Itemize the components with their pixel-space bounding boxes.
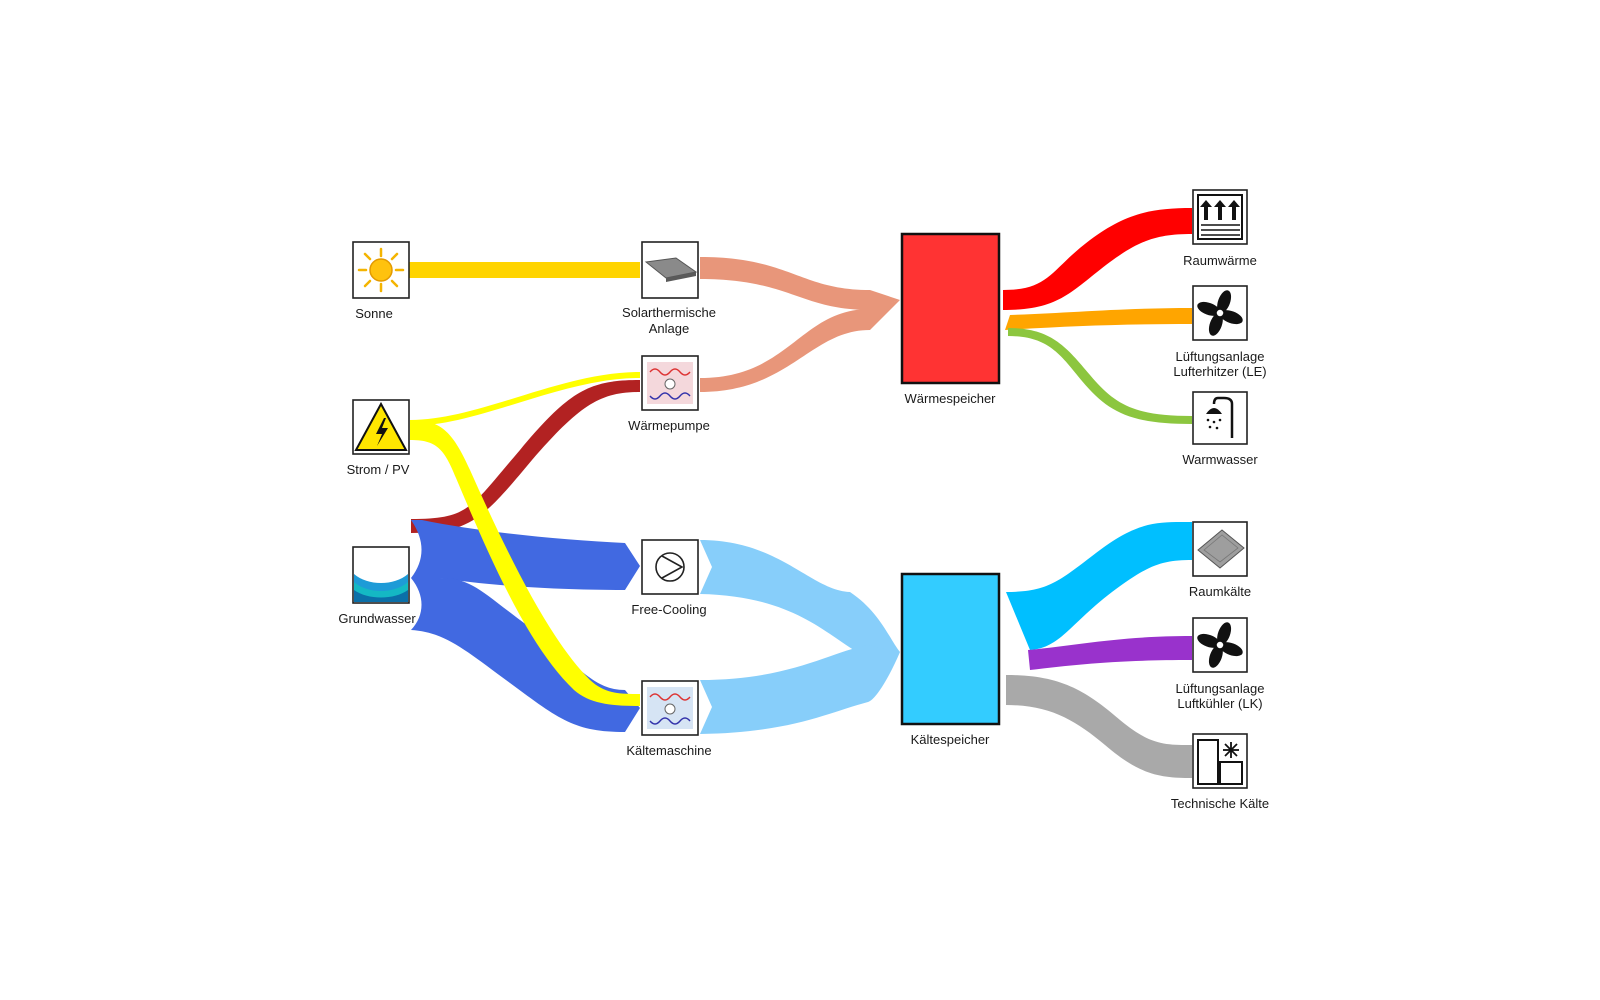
node-solarthermie [641, 241, 699, 299]
raumwaerme-label: Raumwärme [1183, 253, 1257, 268]
node-strom [352, 399, 410, 455]
flow-kaeltespeicher-raumkaelte [1006, 521, 1192, 650]
radiator-icon [1197, 194, 1243, 240]
flow-waermespeicher-lufterhitzer [1005, 308, 1192, 330]
lufterhitzer-label-1: Lüftungsanlage [1176, 349, 1265, 364]
node-raumkaelte [1192, 521, 1248, 577]
flow-grundwasser-freecooling [411, 520, 640, 590]
sonne-label: Sonne [355, 306, 393, 321]
fan-icon [1197, 290, 1243, 336]
lufterhitzer-label-2: Lufterhitzer (LE) [1173, 364, 1266, 379]
waermespeicher-tank [900, 232, 1001, 385]
heat-pump-icon [647, 362, 693, 404]
shower-icon [1206, 396, 1234, 438]
warmwasser-label: Warmwasser [1182, 452, 1258, 467]
luftkuehler-label-1: Lüftungsanlage [1176, 681, 1265, 696]
node-sonne [352, 241, 410, 299]
node-waermepumpe [641, 355, 699, 411]
node-grundwasser [352, 546, 410, 604]
flow-strom-waermepumpe [410, 372, 640, 426]
kaeltespeicher-label: Kältespeicher [911, 732, 990, 747]
waermespeicher-label: Wärmespeicher [904, 391, 996, 406]
node-freecooling [641, 539, 699, 595]
ceiling-panel-icon [1197, 529, 1245, 569]
solar-panel-icon [644, 257, 698, 282]
flow-strom-kaeltemaschine [410, 420, 640, 706]
luftkuehler-label-2: Luftkühler (LK) [1177, 696, 1262, 711]
chiller-icon [647, 687, 693, 729]
water-wave-icon [354, 574, 408, 602]
node-luftkuehler [1192, 617, 1248, 673]
kaeltemaschine-label: Kältemaschine [626, 743, 711, 758]
freecooling-label: Free-Cooling [631, 602, 706, 617]
flow-waermespeicher-warmwasser [1008, 328, 1192, 424]
flow-grundwasser-waermepumpe [411, 380, 640, 533]
grundwasser-label: Grundwasser [338, 611, 416, 626]
lightning-warning-icon [354, 401, 408, 451]
node-warmwasser [1192, 391, 1248, 445]
fan-icon [1197, 622, 1243, 668]
flow-sonne-solarthermie [408, 262, 640, 278]
kaeltespeicher-tank [900, 572, 1001, 726]
sun-icon [357, 247, 405, 293]
strom-label: Strom / PV [347, 462, 410, 477]
node-lufterhitzer [1192, 285, 1248, 341]
flow-kaeltespeicher-technische-kaelte [1006, 675, 1192, 778]
node-kaeltemaschine [641, 680, 699, 736]
refrigerator-icon [1197, 739, 1243, 785]
raumkaelte-label: Raumkälte [1189, 584, 1251, 599]
flow-freecooling-kaeltespeicher [700, 540, 900, 658]
solarthermie-label-1: Solarthermische [622, 305, 716, 320]
flows [408, 208, 1192, 778]
solarthermie-label-2: Anlage [649, 321, 689, 336]
pump-icon [655, 552, 685, 582]
flow-waermepumpe-waermespeicher [700, 300, 900, 392]
technische-kaelte-label: Technische Kälte [1171, 796, 1269, 811]
waermepumpe-label: Wärmepumpe [628, 418, 710, 433]
node-technische-kaelte [1192, 733, 1248, 789]
flow-waermespeicher-raumwaerme [1003, 208, 1192, 310]
flow-kaeltespeicher-luftkuehler [1028, 636, 1192, 670]
flow-solarthermie-waermespeicher [700, 257, 900, 310]
node-raumwaerme [1192, 189, 1248, 245]
flow-kaeltemaschine-kaeltespeicher [700, 645, 900, 734]
